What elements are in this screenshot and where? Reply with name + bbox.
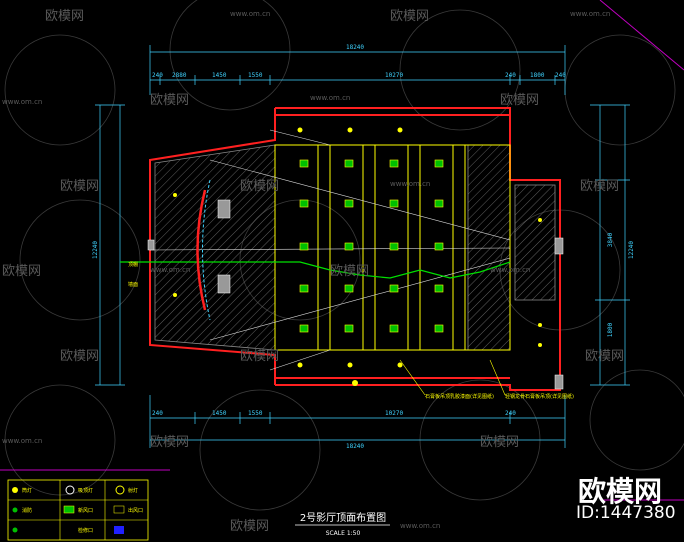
svg-text:欧模网: 欧模网 bbox=[580, 179, 619, 194]
svg-text:www.om.cn: www.om.cn bbox=[310, 94, 350, 102]
svg-text:www.om.cn: www.om.cn bbox=[490, 266, 530, 274]
legend-box: 筒灯 吸顶灯 射灯 消防 新风口 出风口 检修口 bbox=[7, 479, 149, 541]
svg-text:240: 240 bbox=[152, 72, 163, 79]
svg-text:240: 240 bbox=[555, 72, 566, 79]
svg-text:10270: 10270 bbox=[385, 72, 403, 79]
legend-label-4: 新风口 bbox=[78, 507, 93, 514]
ceiling-fixtures bbox=[299, 159, 444, 333]
svg-text:欧模网: 欧模网 bbox=[2, 264, 41, 279]
dim-top-total: 18240 bbox=[346, 44, 364, 51]
hatched-rear-area bbox=[467, 144, 511, 351]
svg-text:3840: 3840 bbox=[607, 232, 614, 247]
svg-text:1800: 1800 bbox=[530, 72, 545, 79]
svg-text:240: 240 bbox=[505, 410, 516, 417]
dim-right-total: 12240 bbox=[628, 241, 635, 259]
svg-text:10270: 10270 bbox=[385, 410, 403, 417]
legend-label-3: 消防 bbox=[22, 507, 32, 514]
side-dimension-lines bbox=[95, 104, 630, 386]
svg-text:1450: 1450 bbox=[212, 410, 227, 417]
svg-text:欧模网: 欧模网 bbox=[150, 93, 189, 108]
svg-text:240: 240 bbox=[505, 72, 516, 79]
brand-logo-text: 欧模网 bbox=[578, 475, 663, 508]
svg-text:www.om.cn: www.om.cn bbox=[570, 10, 610, 18]
svg-text:240: 240 bbox=[152, 410, 163, 417]
svg-text:www.om.cn: www.om.cn bbox=[230, 10, 270, 18]
downlights bbox=[173, 127, 542, 386]
svg-text:欧模网: 欧模网 bbox=[330, 264, 369, 279]
svg-text:www.om.cn: www.om.cn bbox=[390, 180, 430, 188]
drawing-title-block: 2号影厅顶面布置图 SCALE 1:50 bbox=[295, 512, 390, 537]
svg-text:欧模网: 欧模网 bbox=[500, 93, 539, 108]
ceiling-grid bbox=[274, 144, 511, 351]
svg-text:欧模网: 欧模网 bbox=[240, 349, 279, 364]
svg-text:欧模网: 欧模网 bbox=[60, 179, 99, 194]
svg-text:欧模网: 欧模网 bbox=[60, 349, 99, 364]
legend-label-0: 筒灯 bbox=[22, 487, 32, 494]
svg-text:1550: 1550 bbox=[248, 410, 263, 417]
legend-label-5: 出风口 bbox=[128, 507, 143, 514]
legend-label-2: 射灯 bbox=[128, 487, 138, 494]
watermarks: 欧模网 www.om.cn 欧模网 www.om.cn www.om.cn 欧模… bbox=[2, 9, 624, 534]
callout-wall: 墙面 bbox=[128, 281, 138, 288]
callout-ceiling: 顶棚 bbox=[128, 261, 138, 268]
note-2: 轻钢龙骨石膏板吊顶(详见图纸) bbox=[505, 393, 574, 400]
screen-arc bbox=[196, 189, 207, 311]
svg-text:欧模网: 欧模网 bbox=[240, 179, 279, 194]
svg-text:1800: 1800 bbox=[607, 322, 614, 337]
legend-label-1: 吸顶灯 bbox=[78, 487, 93, 494]
svg-text:www.om.cn: www.om.cn bbox=[150, 266, 190, 274]
svg-text:1450: 1450 bbox=[212, 72, 227, 79]
svg-text:欧模网: 欧模网 bbox=[230, 519, 269, 534]
note-1: 石膏板吊顶乳胶漆面(详见图纸) bbox=[425, 393, 494, 400]
svg-text:www.om.cn: www.om.cn bbox=[400, 522, 440, 530]
svg-text:欧模网: 欧模网 bbox=[585, 349, 624, 364]
svg-text:www.om.cn: www.om.cn bbox=[2, 437, 42, 445]
walls bbox=[149, 107, 561, 391]
svg-text:www.om.cn: www.om.cn bbox=[2, 98, 42, 106]
svg-text:欧模网: 欧模网 bbox=[150, 435, 189, 450]
dim-bottom-total: 18240 bbox=[346, 443, 364, 450]
svg-text:2880: 2880 bbox=[172, 72, 187, 79]
bottom-dimension-lines bbox=[149, 395, 566, 448]
hatched-stage-area bbox=[154, 144, 276, 351]
top-dimension-lines bbox=[149, 45, 566, 95]
svg-text:欧模网: 欧模网 bbox=[45, 9, 84, 24]
svg-text:欧模网: 欧模网 bbox=[390, 9, 429, 24]
watermark-arcs bbox=[4, 0, 684, 511]
drawing-scale: SCALE 1:50 bbox=[326, 530, 361, 537]
model-id: ID:1447380 bbox=[576, 503, 676, 523]
legend-label-6: 检修口 bbox=[78, 527, 93, 534]
dim-left-total: 12240 bbox=[92, 241, 99, 259]
svg-text:欧模网: 欧模网 bbox=[480, 435, 519, 450]
sightlines bbox=[149, 129, 511, 371]
drawing-title: 2号影厅顶面布置图 bbox=[300, 512, 386, 524]
svg-text:1550: 1550 bbox=[248, 72, 263, 79]
